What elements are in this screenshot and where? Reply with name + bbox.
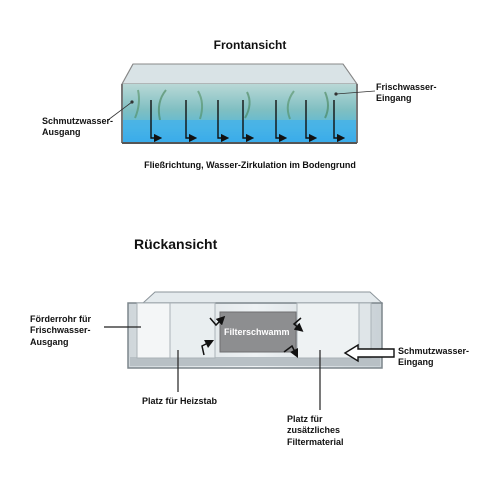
back-view-title: Rückansicht — [134, 236, 218, 252]
dirty-water-inlet-label: Schmutzwasser- Eingang — [398, 346, 470, 368]
fresh-water-inlet-label: Frischwasser- Eingang — [376, 82, 437, 104]
dirty-water-inlet-arrow — [343, 343, 395, 363]
back-aquarium — [127, 291, 384, 369]
pipe-label: Förderrohr für Frischwasser- Ausgang — [30, 314, 92, 347]
front-aquarium — [121, 63, 358, 144]
fresh-in-leader — [335, 90, 376, 95]
flow-arrows — [150, 100, 346, 143]
filter-media-space-label: Platz für zusätzliches Filtermaterial — [287, 414, 344, 447]
flow-direction-caption: Fließrichtung, Wasser-Zirkulation im Bod… — [144, 160, 356, 170]
back-flow-arrows — [201, 315, 304, 359]
dirty-water-outlet-label: Schmutzwasser- Ausgang — [42, 116, 114, 138]
dirty-out-leader — [107, 101, 133, 121]
filter-sponge — [219, 311, 297, 353]
heater-space-label: Platz für Heizstab — [142, 396, 218, 406]
filter-sponge-label: Filterschwamm — [224, 327, 290, 337]
front-view-title: Frontansicht — [213, 38, 287, 52]
